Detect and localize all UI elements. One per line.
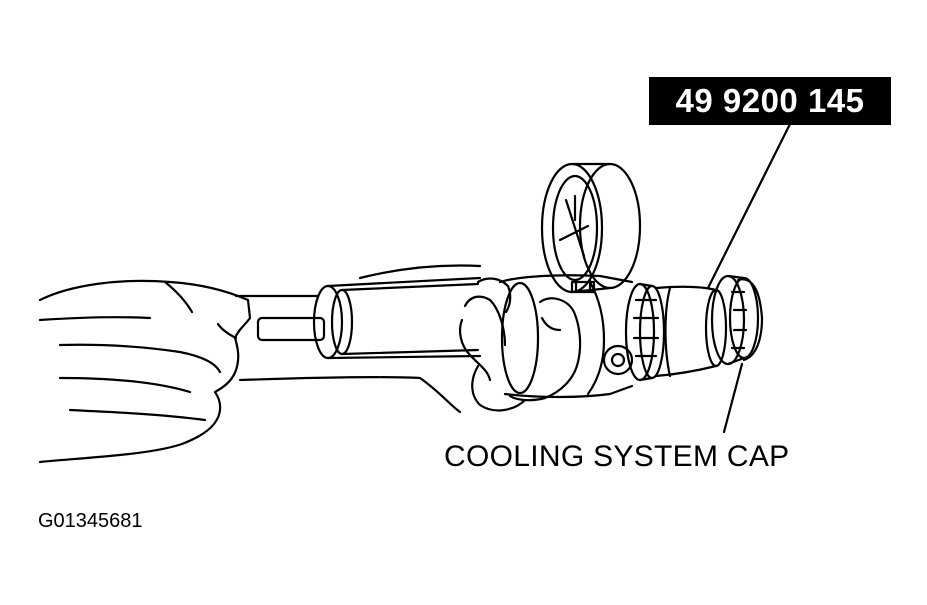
pressure-gauge-icon [542, 164, 640, 292]
right-hand-icon [460, 279, 580, 411]
left-hand-icon [40, 281, 250, 462]
pump-cylinder-icon [314, 278, 480, 358]
cap-label-leader-line [724, 364, 742, 432]
coupling-ring-icon [626, 284, 664, 380]
part-number-leader-line [708, 124, 790, 288]
part-number-badge: 49 9200 145 [649, 77, 891, 125]
cooling-system-cap-icon [712, 276, 762, 364]
plunger-rod-icon [236, 296, 324, 340]
forearm-icon [240, 266, 480, 413]
cooling-system-cap-label: COOLING SYSTEM CAP [444, 440, 790, 473]
tester-body-icon [500, 275, 632, 397]
figure-id: G01345681 [38, 510, 143, 532]
adapter-tube-icon [656, 287, 726, 376]
